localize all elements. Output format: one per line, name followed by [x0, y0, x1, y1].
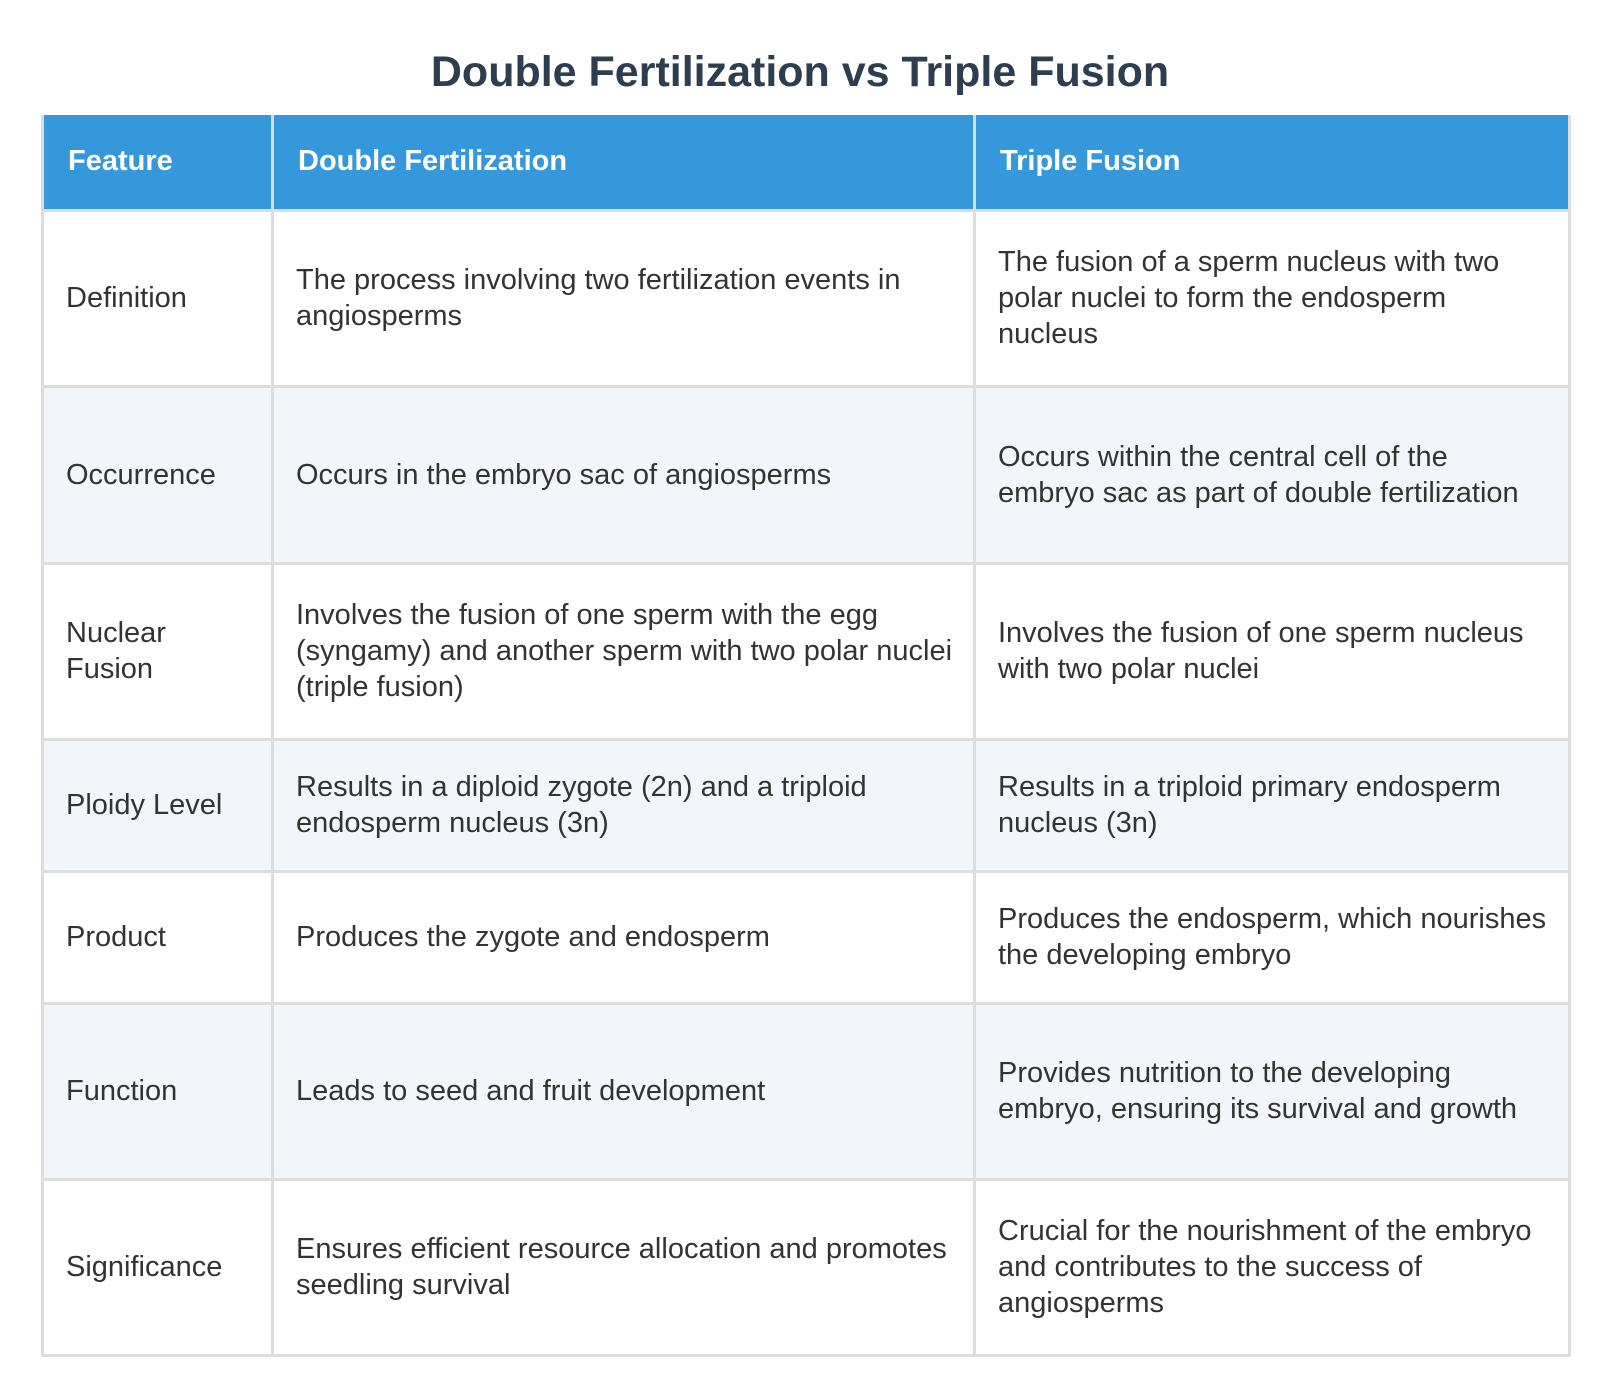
- table-row: Ploidy Level Results in a diploid zygote…: [41, 737, 1571, 873]
- double-fertilization-cell: Results in a diploid zygote (2n) and a t…: [271, 737, 976, 873]
- triple-fusion-cell: Produces the endosperm, which nourishes …: [973, 869, 1571, 1005]
- triple-fusion-cell: Occurs within the central cell of the em…: [973, 384, 1571, 565]
- table-row: Significance Ensures efficient resource …: [41, 1177, 1571, 1357]
- column-header-feature: Feature: [41, 115, 274, 212]
- feature-cell: Definition: [41, 208, 274, 388]
- double-fertilization-cell: Produces the zygote and endosperm: [271, 869, 976, 1005]
- feature-cell: Product: [41, 869, 274, 1005]
- page-title: Double Fertilization vs Triple Fusion: [430, 48, 1170, 96]
- double-fertilization-cell: Leads to seed and fruit development: [271, 1001, 976, 1181]
- column-header-triple-fusion: Triple Fusion: [973, 115, 1571, 212]
- table-row: Product Produces the zygote and endosper…: [41, 869, 1571, 1005]
- double-fertilization-cell: The process involving two fertilization …: [271, 208, 976, 388]
- table-row: Definition The process involving two fer…: [41, 208, 1571, 388]
- comparison-table: Feature Double Fertilization Triple Fusi…: [41, 115, 1571, 1357]
- double-fertilization-cell: Ensures efficient resource allocation an…: [271, 1177, 976, 1357]
- feature-cell: Function: [41, 1001, 274, 1181]
- table-row: Function Leads to seed and fruit develop…: [41, 1001, 1571, 1181]
- feature-cell: Nuclear Fusion: [41, 561, 274, 741]
- table-row: Occurrence Occurs in the embryo sac of a…: [41, 384, 1571, 565]
- double-fertilization-cell: Involves the fusion of one sperm with th…: [271, 561, 976, 741]
- triple-fusion-cell: Crucial for the nourishment of the embry…: [973, 1177, 1571, 1357]
- triple-fusion-cell: The fusion of a sperm nucleus with two p…: [973, 208, 1571, 388]
- double-fertilization-cell: Occurs in the embryo sac of angiosperms: [271, 384, 976, 565]
- triple-fusion-cell: Results in a triploid primary endosperm …: [973, 737, 1571, 873]
- table-header-row: Feature Double Fertilization Triple Fusi…: [41, 115, 1571, 212]
- feature-cell: Significance: [41, 1177, 274, 1357]
- triple-fusion-cell: Involves the fusion of one sperm nucleus…: [973, 561, 1571, 741]
- table-row: Nuclear Fusion Involves the fusion of on…: [41, 561, 1571, 741]
- column-header-double-fertilization: Double Fertilization: [271, 115, 976, 212]
- triple-fusion-cell: Provides nutrition to the developing emb…: [973, 1001, 1571, 1181]
- feature-cell: Ploidy Level: [41, 737, 274, 873]
- feature-cell: Occurrence: [41, 384, 274, 565]
